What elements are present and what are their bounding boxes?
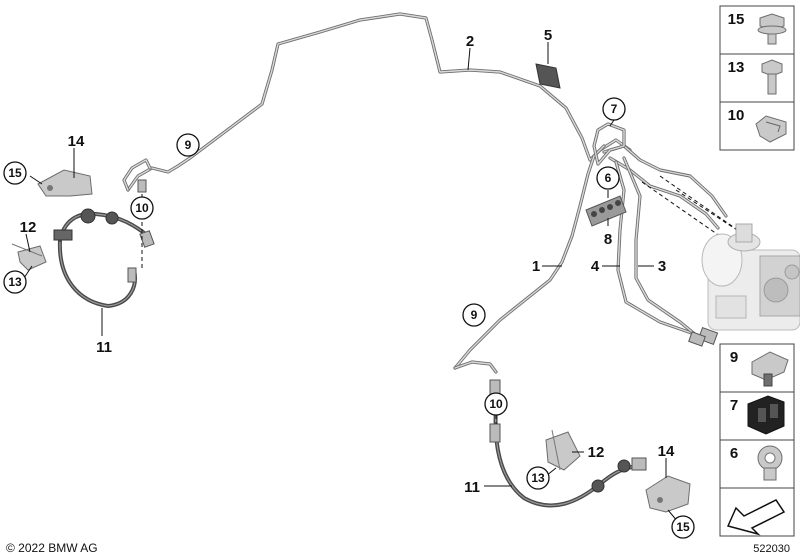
hydraulic-unit xyxy=(701,223,800,331)
legend-top-label-2: 10 xyxy=(728,107,745,124)
circled-label-13-right: 13 xyxy=(526,466,550,490)
circled-label-13-left-text: 13 xyxy=(8,275,22,289)
part-number-labels: 2 5 1 4 3 8 14 12 11 12 11 14 xyxy=(20,27,675,496)
bolt-13-icon xyxy=(761,59,783,95)
direction-arrow-icon xyxy=(726,499,786,536)
label-12-left: 12 xyxy=(20,219,37,236)
label-14-left: 14 xyxy=(68,133,85,150)
part-5-pad xyxy=(535,63,561,89)
bracket-14-left xyxy=(37,169,93,197)
circled-label-15-right: 15 xyxy=(671,515,695,539)
part-8-pipe-clip xyxy=(585,195,627,227)
brake-hose-left xyxy=(53,179,155,309)
circled-label-15-left-text: 15 xyxy=(8,166,22,180)
brake-hose-right xyxy=(489,379,647,508)
label-1: 1 xyxy=(532,258,540,275)
legend-top: 15 13 10 xyxy=(719,5,795,151)
label-5: 5 xyxy=(544,27,552,44)
label-12-right: 12 xyxy=(588,444,605,461)
legend-bottom-label-0: 9 xyxy=(730,349,738,366)
circled-label-10-upper-text: 10 xyxy=(135,201,149,215)
bracket-12-left xyxy=(11,243,47,271)
circled-label-9-upper-text: 9 xyxy=(185,138,192,152)
clip-10-icon xyxy=(755,115,787,143)
circled-label-9-lower-text: 9 xyxy=(471,308,478,322)
clip-9-icon xyxy=(751,351,789,387)
legend-bottom-label-1: 7 xyxy=(730,397,738,414)
clip-6-icon xyxy=(757,445,783,481)
legend-bottom-label-2: 6 xyxy=(730,445,738,462)
circled-label-7-text: 7 xyxy=(611,102,618,116)
bolt-15-icon xyxy=(757,13,787,45)
label-4: 4 xyxy=(591,258,600,275)
circled-label-7: 7 xyxy=(602,97,626,121)
brake-pipe-1 xyxy=(453,144,606,374)
legend-top-label-1: 13 xyxy=(728,59,745,76)
bracket-12-right xyxy=(545,429,581,471)
label-14-right: 14 xyxy=(658,443,675,460)
circled-label-6-text: 6 xyxy=(605,171,612,185)
bracket-14-right xyxy=(645,475,691,513)
circled-label-15-left: 15 xyxy=(3,161,27,185)
circled-label-13-right-text: 13 xyxy=(531,471,545,485)
circled-label-10-lower: 10 xyxy=(484,392,508,416)
circled-label-9-upper: 9 xyxy=(176,133,200,157)
label-2: 2 xyxy=(466,33,474,50)
brake-pipe-2 xyxy=(122,12,632,192)
circled-label-10-upper: 10 xyxy=(130,196,154,220)
circled-label-13-left: 13 xyxy=(3,270,27,294)
legend-top-label-0: 15 xyxy=(728,11,745,28)
copyright-text: © 2022 BMW AG xyxy=(6,541,98,555)
leader-lines xyxy=(23,42,679,523)
label-11-right: 11 xyxy=(464,479,480,496)
circled-label-15-right-text: 15 xyxy=(676,520,690,534)
diagram-number: 522030 xyxy=(753,543,790,555)
label-11-left: 11 xyxy=(96,339,112,356)
brake-pipes-3-4 xyxy=(592,122,728,347)
clip-7-icon xyxy=(747,395,785,435)
circled-label-6: 6 xyxy=(596,166,620,190)
circled-label-9-lower: 9 xyxy=(462,303,486,327)
legend-bottom: 9 7 6 xyxy=(719,343,795,537)
circled-number-labels: 6 7 9 9 10 10 13 13 xyxy=(3,97,695,539)
label-3: 3 xyxy=(658,258,666,275)
label-8: 8 xyxy=(604,231,612,248)
circled-label-10-lower-text: 10 xyxy=(489,397,503,411)
